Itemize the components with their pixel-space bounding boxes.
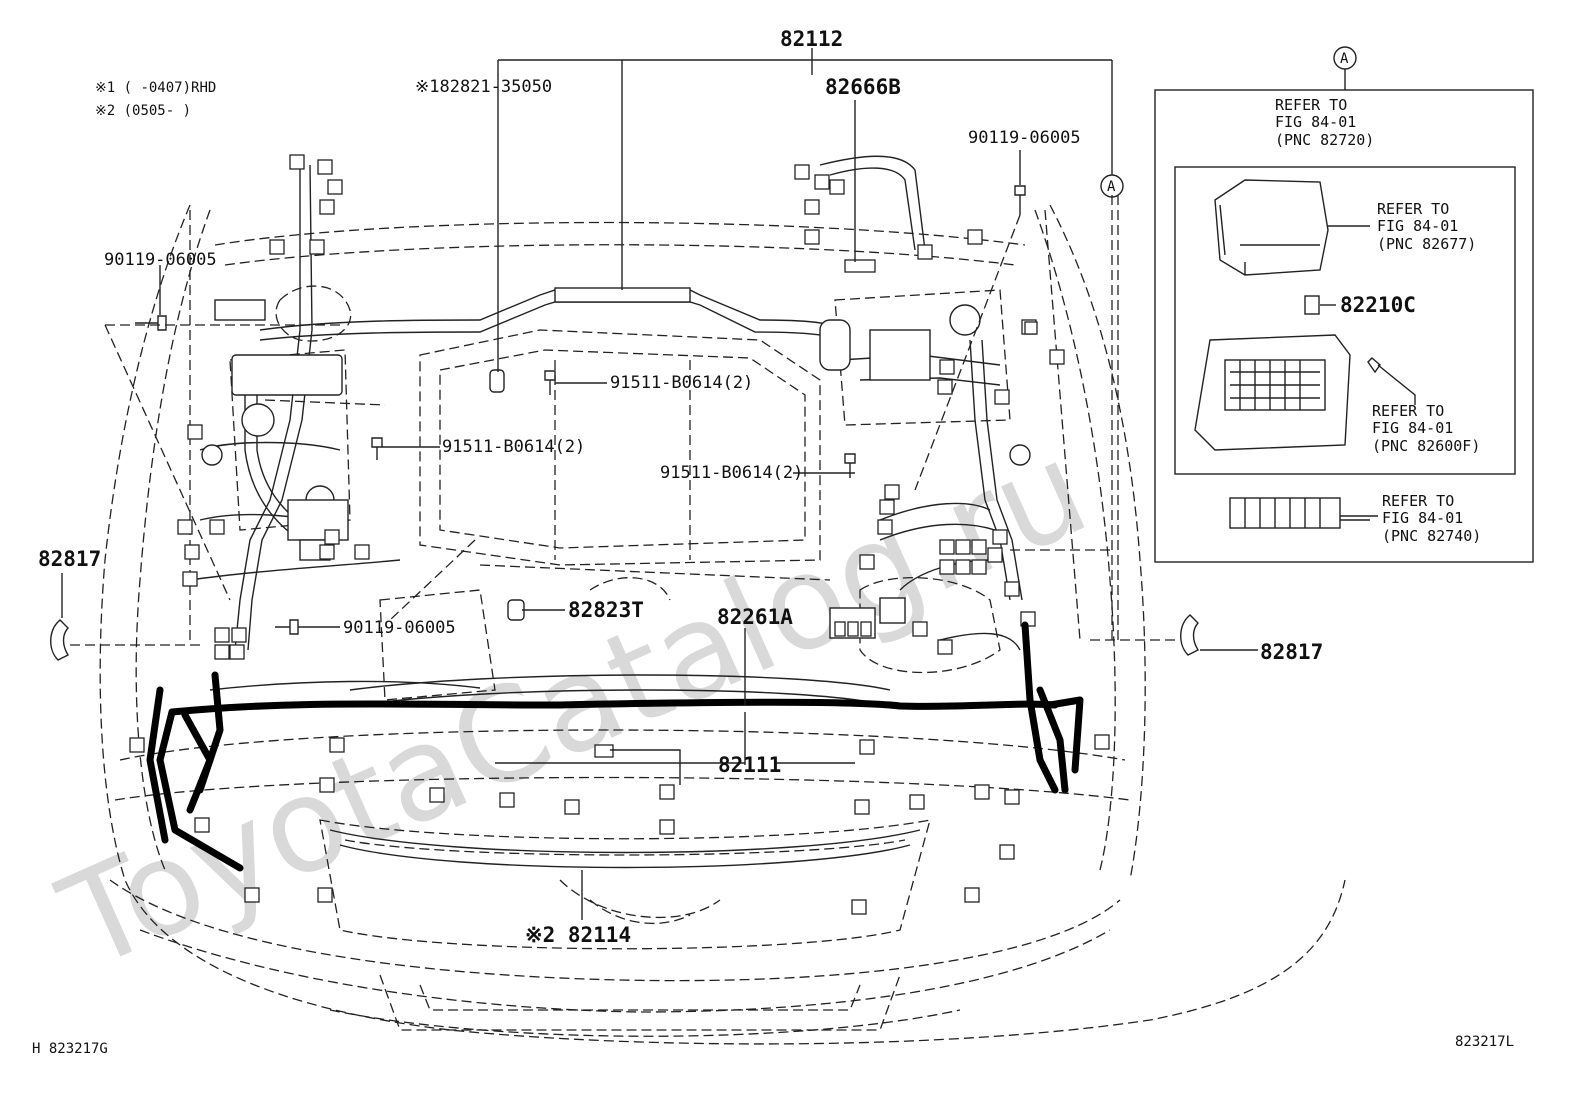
svg-text:REFER TO: REFER TO xyxy=(1372,402,1444,420)
label-82210C: 82210C xyxy=(1340,293,1416,317)
connectors xyxy=(129,154,1110,915)
svg-text:(PNC 82677): (PNC 82677) xyxy=(1377,235,1476,253)
label-90119-left: 90119-06005 xyxy=(104,250,217,270)
label-91511-a: 91511-B0614(2) xyxy=(610,373,753,393)
svg-text:(PNC 82720): (PNC 82720) xyxy=(1275,131,1374,149)
svg-text:FIG 84-01: FIG 84-01 xyxy=(1377,217,1458,235)
part-labels: ※1 ( -0407)RHD ※2 (0505- ) 82112 ※182821… xyxy=(38,27,1416,947)
refer-labels: REFER TO FIG 84-01 (PNC 82720) REFER TO … xyxy=(1275,96,1481,545)
note-1: ※1 ( -0407)RHD xyxy=(95,80,216,96)
svg-text:FIG 84-01: FIG 84-01 xyxy=(1275,113,1356,131)
note-2: ※2 (0505- ) xyxy=(95,103,191,119)
svg-text:REFER TO: REFER TO xyxy=(1382,492,1454,510)
svg-text:REFER TO: REFER TO xyxy=(1377,200,1449,218)
svg-text:(PNC 82740): (PNC 82740) xyxy=(1382,527,1481,545)
label-82666B: 82666B xyxy=(825,75,901,99)
detail-inset xyxy=(1154,89,1534,563)
svg-text:FIG 84-01: FIG 84-01 xyxy=(1382,509,1463,527)
svg-text:A: A xyxy=(1107,179,1116,195)
leader-lines xyxy=(61,48,1258,920)
vehicle-outline xyxy=(99,195,1346,1045)
grille-harness-82114 xyxy=(329,829,921,869)
label-82112: 82112 xyxy=(780,27,843,51)
label-82114: ※2 82114 xyxy=(525,923,631,947)
front-harness-82261A xyxy=(146,621,1084,872)
label-82817-left: 82817 xyxy=(38,547,101,571)
label-82823T: 82823T xyxy=(568,598,644,622)
svg-text:FIG 84-01: FIG 84-01 xyxy=(1372,419,1453,437)
components xyxy=(201,299,1031,639)
svg-text:REFER TO: REFER TO xyxy=(1275,96,1347,114)
figure-code-right: 823217L xyxy=(1455,1034,1514,1050)
label-82821: ※182821-35050 xyxy=(415,77,552,97)
label-91511-b: 91511-B0614(2) xyxy=(442,437,585,457)
label-82261A: 82261A xyxy=(717,605,793,629)
callout-a-main: A xyxy=(1100,174,1124,198)
bolts xyxy=(50,185,1199,661)
label-82817-right: 82817 xyxy=(1260,640,1323,664)
svg-text:A: A xyxy=(1340,51,1349,67)
figure-code-left: H 823217G xyxy=(32,1041,108,1057)
label-90119-top: 90119-06005 xyxy=(968,128,1081,148)
label-90119-mid: 90119-06005 xyxy=(343,618,456,638)
label-91511-c: 91511-B0614(2) xyxy=(660,463,803,483)
svg-text:(PNC 82600F): (PNC 82600F) xyxy=(1372,437,1480,455)
label-82111: 82111 xyxy=(718,753,781,777)
callout-a-detail: A xyxy=(1333,46,1357,90)
